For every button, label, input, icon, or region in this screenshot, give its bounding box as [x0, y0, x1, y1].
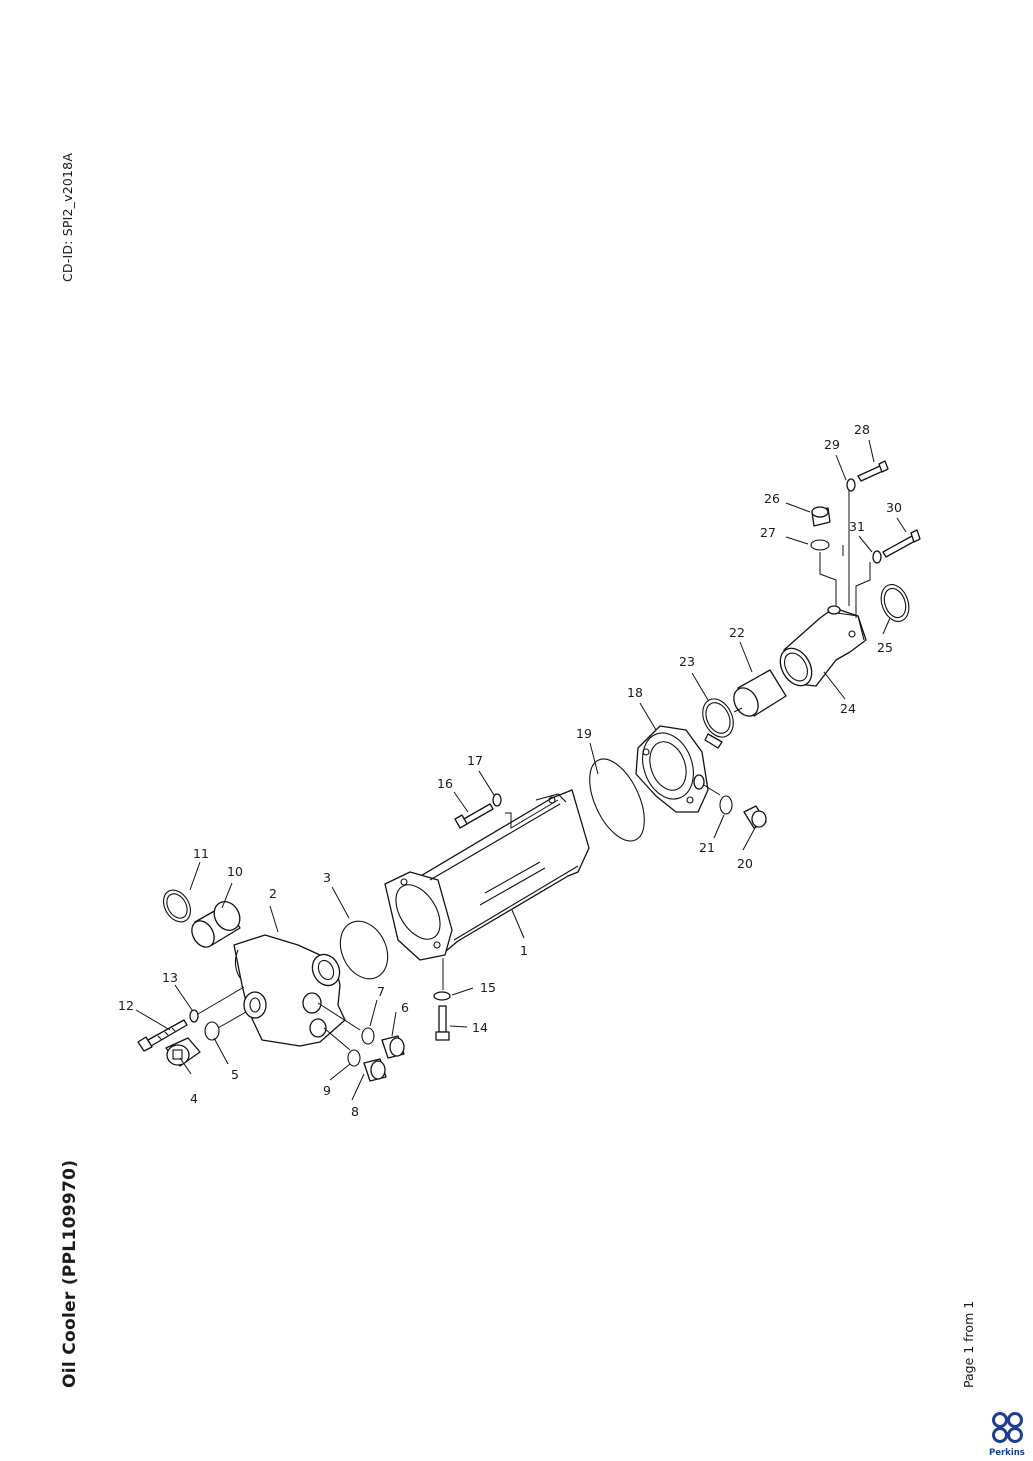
part-20-plug — [743, 805, 767, 829]
leader-lines — [135, 439, 907, 1101]
part-22-hose — [733, 669, 787, 717]
part-4-plug — [165, 1037, 201, 1067]
part-8-plug — [363, 1058, 387, 1082]
part-16-bolt — [454, 803, 494, 829]
callout-26: 26 — [764, 491, 780, 506]
part-11-o-ring — [163, 889, 191, 923]
perkins-logo — [992, 1412, 1023, 1443]
part-13-washer — [189, 1009, 199, 1023]
callout-30: 30 — [886, 500, 902, 515]
callout-25: 25 — [877, 640, 893, 655]
brand-label: Perkins — [989, 1448, 1025, 1458]
part-15-washer — [433, 991, 451, 1001]
callout-8: 8 — [351, 1104, 359, 1119]
part-19-o-ring — [589, 758, 645, 842]
part-29-washer — [846, 478, 856, 492]
callout-16: 16 — [437, 776, 453, 791]
part-12-bolt — [137, 1019, 188, 1052]
callout-6: 6 — [401, 1000, 409, 1015]
part-5-ring — [204, 1021, 220, 1041]
part-2-housing — [233, 934, 361, 1051]
callout-1: 1 — [520, 943, 528, 958]
part-21-ring — [719, 795, 733, 815]
part-3-o-ring — [339, 920, 389, 980]
part-24-elbow — [779, 605, 867, 687]
part-23-clamp — [702, 698, 734, 749]
callout-10: 10 — [227, 864, 243, 879]
callout-15: 15 — [480, 980, 496, 995]
callout-31: 31 — [849, 519, 865, 534]
callout-22: 22 — [729, 625, 745, 640]
callout-27: 27 — [760, 525, 776, 540]
callout-18: 18 — [627, 685, 643, 700]
callout-2: 2 — [269, 886, 277, 901]
callout-24: 24 — [840, 701, 856, 716]
callout-9: 9 — [323, 1083, 331, 1098]
callout-12: 12 — [118, 998, 134, 1013]
callout-19: 19 — [576, 726, 592, 741]
part-17-washer — [492, 793, 502, 807]
part-14-bolt — [435, 1005, 450, 1041]
callout-28: 28 — [854, 422, 870, 437]
callout-29: 29 — [824, 437, 840, 452]
callout-21: 21 — [699, 840, 715, 855]
callout-4: 4 — [190, 1091, 198, 1106]
part-18-end-housing — [635, 725, 721, 813]
part-1-cooler-body — [384, 789, 590, 961]
part-25-o-ring — [880, 584, 910, 622]
part-9-ring — [347, 1049, 361, 1067]
callout-7: 7 — [377, 984, 385, 999]
part-6-plug — [381, 1035, 405, 1059]
part-31-washer — [872, 550, 882, 564]
callout-20: 20 — [737, 856, 753, 871]
callout-11: 11 — [193, 846, 209, 861]
callout-13: 13 — [162, 970, 178, 985]
part-28-bolt — [857, 460, 889, 482]
part-27-ring — [810, 539, 830, 551]
callout-23: 23 — [679, 654, 695, 669]
part-7-ring — [361, 1027, 375, 1045]
part-26-plug — [811, 506, 831, 527]
callout-14: 14 — [472, 1020, 488, 1035]
callout-5: 5 — [231, 1067, 239, 1082]
callout-17: 17 — [467, 753, 483, 768]
callout-3: 3 — [323, 870, 331, 885]
part-30-bolt — [882, 529, 921, 558]
callout-numbers: 1 2 3 4 5 6 7 8 9 10 11 12 13 14 15 16 1… — [118, 422, 902, 1119]
part-10-adapter — [191, 901, 241, 948]
